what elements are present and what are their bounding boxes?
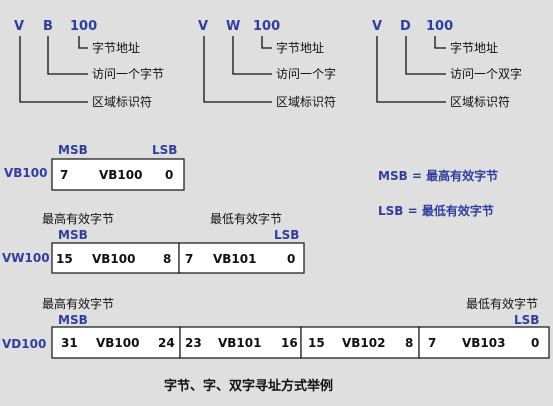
vd-cell-3-byte: VB102 bbox=[342, 336, 386, 350]
connector-v3-2 bbox=[405, 36, 446, 75]
vd-name: VD100 bbox=[2, 337, 47, 351]
figure-caption: 字节、字、双字寻址方式举例 bbox=[164, 379, 334, 394]
decomp-3-area-letter: V bbox=[372, 19, 383, 34]
vd-cell-1-low-bit: 24 bbox=[158, 336, 175, 350]
legend-lsb: LSB = 最低有效字节 bbox=[378, 204, 494, 218]
vd-lsb-label: LSB bbox=[514, 313, 540, 327]
vd-box-cell-1 bbox=[51, 326, 181, 359]
vd-cell-4-high-bit: 7 bbox=[428, 336, 437, 350]
vd-top-left-label: 最高有效字节 bbox=[42, 297, 115, 311]
vw-cell-2-byte: VB101 bbox=[213, 252, 257, 266]
decomp-2-area-letter: V bbox=[198, 19, 209, 34]
vd-top-right-label: 最低有效字节 bbox=[466, 297, 539, 311]
connector-v2-3 bbox=[203, 36, 272, 103]
vd-cell-4-low-bit: 0 bbox=[531, 336, 540, 350]
vw-cell-2-low-bit: 0 bbox=[287, 252, 296, 266]
vd-cell-4-byte: VB103 bbox=[462, 336, 506, 350]
vd-cell-1-byte: VB100 bbox=[96, 336, 140, 350]
connector-v3-3 bbox=[376, 36, 446, 103]
vw-top-left-label: 最高有效字节 bbox=[42, 212, 115, 226]
vd-cell-3-high-bit: 15 bbox=[308, 336, 325, 350]
connector-v1-2 bbox=[47, 36, 88, 75]
vb-cell-1-low-bit: 0 bbox=[165, 168, 174, 182]
vd-cell-2-low-bit: 16 bbox=[281, 336, 298, 350]
vw-lsb-label: LSB bbox=[274, 228, 300, 242]
vw-box-cell-2 bbox=[178, 242, 305, 274]
connector-v2-1 bbox=[261, 36, 272, 49]
connector-v1-3 bbox=[19, 36, 88, 103]
decomp-2-label-size: 访问一个字 bbox=[276, 67, 337, 81]
legend-msb: MSB = 最高有效字节 bbox=[378, 169, 499, 183]
decomp-2-address: 100 bbox=[253, 19, 281, 34]
vw-name: VW100 bbox=[2, 251, 50, 265]
vw-cell-2-high-bit: 7 bbox=[185, 252, 194, 266]
vb-cell-1-high-bit: 7 bbox=[60, 168, 69, 182]
decomp-3-label-size: 访问一个双字 bbox=[450, 67, 523, 81]
vb-msb-label: MSB bbox=[58, 143, 88, 157]
decomp-1-address: 100 bbox=[70, 19, 98, 34]
vb-box bbox=[51, 158, 185, 191]
decomp-1-label-size: 访问一个字节 bbox=[92, 67, 165, 81]
decomp-3-size-letter: D bbox=[400, 19, 411, 34]
vd-box-cell-2 bbox=[179, 326, 302, 359]
decomp-3-label-area: 区域标识符 bbox=[450, 95, 511, 109]
vw-msb-label: MSB bbox=[58, 228, 88, 242]
vd-cell-3-low-bit: 8 bbox=[405, 336, 414, 350]
vw-cell-1-low-bit: 8 bbox=[163, 252, 172, 266]
decomp-3-label-address: 字节地址 bbox=[450, 41, 499, 55]
decomp-1-area-letter: V bbox=[14, 19, 25, 34]
vd-cell-2-high-bit: 23 bbox=[185, 336, 202, 350]
vb-name: VB100 bbox=[4, 166, 48, 180]
vd-box-cell-4 bbox=[418, 326, 550, 359]
decomp-2-label-address: 字节地址 bbox=[276, 41, 325, 55]
vd-cell-2-byte: VB101 bbox=[218, 336, 262, 350]
connector-v2-2 bbox=[232, 36, 272, 75]
decomp-1-label-address: 字节地址 bbox=[92, 41, 141, 55]
vw-top-right-label: 最低有效字节 bbox=[210, 212, 283, 226]
vw-cell-1-byte: VB100 bbox=[92, 252, 136, 266]
decomp-2-size-letter: W bbox=[226, 19, 241, 34]
vd-cell-1-high-bit: 31 bbox=[61, 336, 78, 350]
vb-cell-1-byte: VB100 bbox=[99, 168, 143, 182]
vw-box-cell-1 bbox=[51, 242, 180, 274]
connector-v1-1 bbox=[78, 36, 88, 49]
vb-lsb-label: LSB bbox=[152, 143, 178, 157]
connector-v3-1 bbox=[434, 36, 446, 49]
vw-cell-1-high-bit: 15 bbox=[56, 252, 73, 266]
decomp-1-label-area: 区域标识符 bbox=[92, 95, 153, 109]
vd-msb-label: MSB bbox=[58, 313, 88, 327]
decomp-3-address: 100 bbox=[426, 19, 454, 34]
vd-box-cell-3 bbox=[300, 326, 420, 359]
decomp-1-size-letter: B bbox=[43, 19, 53, 34]
decomp-2-label-area: 区域标识符 bbox=[276, 95, 337, 109]
